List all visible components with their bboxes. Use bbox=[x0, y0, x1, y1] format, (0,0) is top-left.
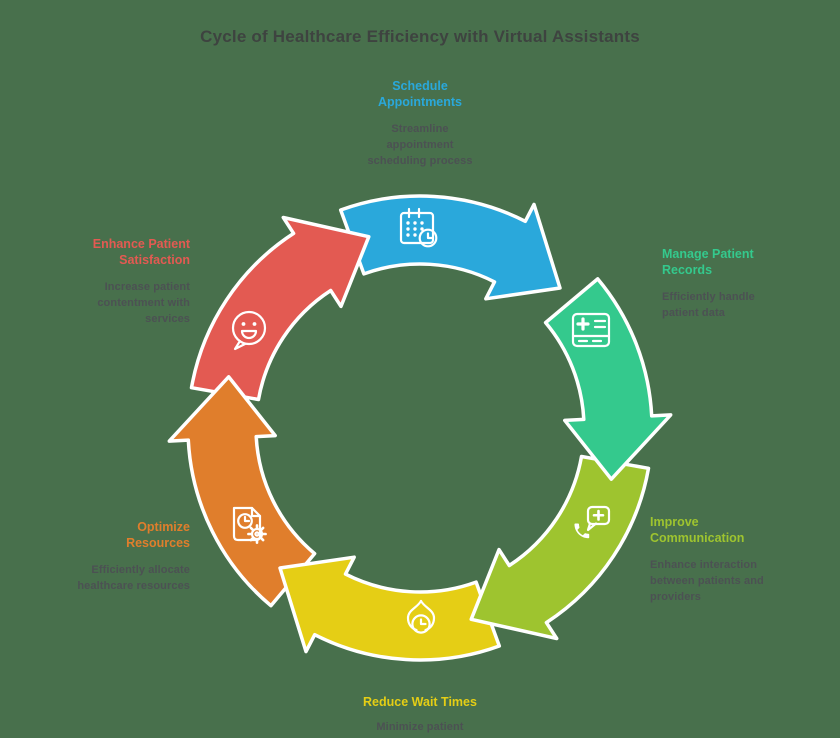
segment-title: Optimize Resources bbox=[30, 519, 190, 551]
segment-title: Manage Patient Records bbox=[662, 246, 812, 278]
segment-description-line: Efficiently handle bbox=[662, 291, 755, 303]
segment-description-line: Enhance interaction bbox=[650, 559, 758, 571]
segment-description: Enhance interaction between patients and… bbox=[650, 557, 820, 605]
label-enhance-patient-satisfaction: Enhance Patient Satisfaction Increase pa… bbox=[28, 236, 190, 327]
segment-title-line: Manage Patient bbox=[662, 247, 754, 261]
segment-description-line: providers bbox=[650, 591, 702, 603]
segment-description-line: between patients and bbox=[650, 575, 764, 587]
segment-description-line: contentment with bbox=[97, 297, 190, 309]
segment-description-line: Efficiently allocate bbox=[91, 564, 190, 576]
segment-title: Schedule Appointments bbox=[330, 78, 510, 110]
document-gear-icon bbox=[232, 506, 267, 544]
segment-description-line: patient data bbox=[662, 307, 725, 319]
segment-title-line: Schedule bbox=[392, 79, 448, 93]
label-manage-patient-records: Manage Patient Records Efficiently handl… bbox=[662, 246, 812, 321]
cycle-arrow-improve bbox=[469, 454, 651, 641]
segment-title-line: Optimize bbox=[137, 520, 190, 534]
flame-clock-icon bbox=[406, 599, 436, 634]
cycle-arrow-reduce bbox=[278, 555, 502, 662]
segment-title-line: Appointments bbox=[377, 95, 463, 109]
segment-title-line: Communication bbox=[650, 531, 745, 545]
segment-title-line: Reduce Wait Times bbox=[363, 695, 477, 709]
segment-description-line: Streamline bbox=[391, 123, 449, 135]
cycle-arrows bbox=[167, 194, 673, 662]
segment-description-line: Minimize patient bbox=[376, 721, 464, 733]
segment-description-line: Increase patient bbox=[104, 281, 190, 293]
segment-description: Streamline appointment scheduling proces… bbox=[330, 121, 510, 169]
segment-description-line: services bbox=[145, 313, 190, 325]
segment-title: Enhance Patient Satisfaction bbox=[28, 236, 190, 268]
segment-title-line: Improve bbox=[650, 515, 699, 529]
page-title: Cycle of Healthcare Efficiency with Virt… bbox=[200, 27, 640, 46]
segment-title-line: Records bbox=[662, 263, 713, 277]
label-optimize-resources: Optimize Resources Efficiently allocate … bbox=[30, 519, 190, 594]
label-improve-communication: Improve Communication Enhance interactio… bbox=[650, 514, 820, 605]
label-reduce-wait-times: Reduce Wait Times Minimize patient waiti… bbox=[320, 694, 520, 738]
calendar-clock-icon bbox=[399, 207, 438, 248]
segment-description: Efficiently handle patient data bbox=[662, 289, 812, 321]
segment-description-line: scheduling process bbox=[367, 155, 473, 167]
segment-description: Efficiently allocate healthcare resource… bbox=[30, 562, 190, 594]
label-schedule-appointments: Schedule Appointments Streamline appoint… bbox=[330, 78, 510, 169]
segment-description-line: healthcare resources bbox=[77, 580, 190, 592]
cycle-arrow-optimize bbox=[167, 375, 317, 608]
segment-description: Minimize patient waiting periods bbox=[320, 719, 520, 738]
segment-title-line: Enhance Patient bbox=[92, 237, 190, 251]
segment-title-line: Resources bbox=[126, 536, 190, 550]
segment-title: Improve Communication bbox=[650, 514, 820, 546]
segment-title: Reduce Wait Times bbox=[320, 694, 520, 710]
segment-description: Increase patient contentment with servic… bbox=[28, 279, 190, 327]
cycle-arrow-schedule bbox=[338, 194, 562, 301]
segment-title-line: Satisfaction bbox=[119, 253, 190, 267]
phone-medical-icon bbox=[574, 505, 611, 539]
smiley-bubble-icon bbox=[231, 310, 267, 351]
medical-record-icon bbox=[571, 312, 611, 348]
cycle-icons bbox=[231, 207, 611, 634]
segment-description-line: appointment bbox=[386, 139, 454, 151]
cycle-arrow-enhance bbox=[189, 215, 371, 402]
cycle-arrow-manage bbox=[543, 277, 673, 481]
